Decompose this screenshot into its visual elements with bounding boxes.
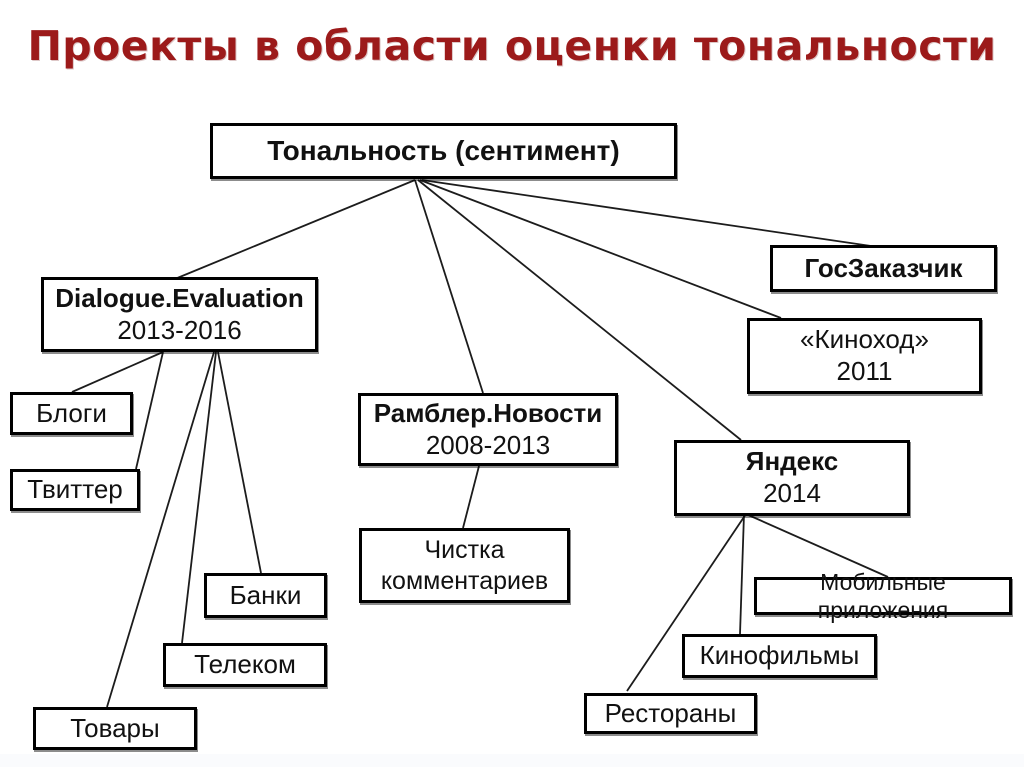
bottom-strip [0,754,1024,767]
node-years: 2013-2016 [117,314,242,345]
edge-yandex-restorany [626,513,747,692]
edge-root-dialogue [169,179,416,282]
node-blogi: Блоги [10,392,133,435]
edge-root-rambler [414,179,484,394]
node-label: Мобильные приложения [817,568,949,623]
node-label: Телеком [194,649,296,680]
edge-dialogue-telekom [181,351,217,644]
node-tovary: Товары [33,707,197,750]
edge-root-goszakaz [421,179,872,247]
node-years: 2014 [763,478,821,508]
node-banki: Банки [204,573,327,618]
edge-dialogue-blogi [71,351,164,393]
node-label: «Киноход» [800,324,929,355]
node-label: Банки [229,579,302,610]
node-label: Тональность (сентимент) [267,134,620,166]
node-label: Чистка комментариев [380,536,549,595]
edge-dialogue-tovary [106,351,215,708]
node-mobilnye-prilozheniya: Мобильные приложения [754,569,1012,623]
node-label: Твиттер [27,474,123,505]
node-years: 2011 [836,356,893,386]
node-yandex: Яндекс 2014 [674,440,910,516]
edge-root-yandex [417,179,742,441]
node-label: Dialogue.Evaluation [55,282,304,313]
node-telekom: Телеком [163,643,327,687]
edge-yandex-mobile [745,513,889,578]
edge-yandex-kino [739,513,745,635]
node-restorany: Рестораны [584,693,757,734]
node-rambler-novosti: Рамблер.Новости 2008-2013 [358,393,618,466]
edge-rambler-chistka [462,465,480,529]
node-tonalnost-root: Тональность (сентимент) [210,123,677,179]
node-years: 2008-2013 [425,429,551,460]
slide-title: Проекты в области оценки тональности [27,22,997,70]
node-label: Яндекс [745,446,839,477]
node-label: Кинофильмы [699,640,860,671]
node-chistka-kommentariev: Чистка комментариев [359,528,570,603]
edge-dialogue-tvitter [135,351,164,470]
edge-root-kinohod [419,179,782,319]
node-label: Рестораны [604,697,737,728]
node-label: ГосЗаказчик [804,252,963,283]
edge-dialogue-banki [217,351,262,574]
node-dialogue-evaluation: Dialogue.Evaluation 2013-2016 [41,277,318,352]
node-label: Блоги [36,397,107,428]
node-kinohod: «Киноход» 2011 [747,318,982,394]
node-label: Рамблер.Новости [373,397,603,428]
node-tvitter: Твиттер [10,469,140,511]
node-label: Товары [70,712,160,743]
node-goszakazchik: ГосЗаказчик [770,245,997,292]
node-kinofilmy: Кинофильмы [682,634,877,678]
